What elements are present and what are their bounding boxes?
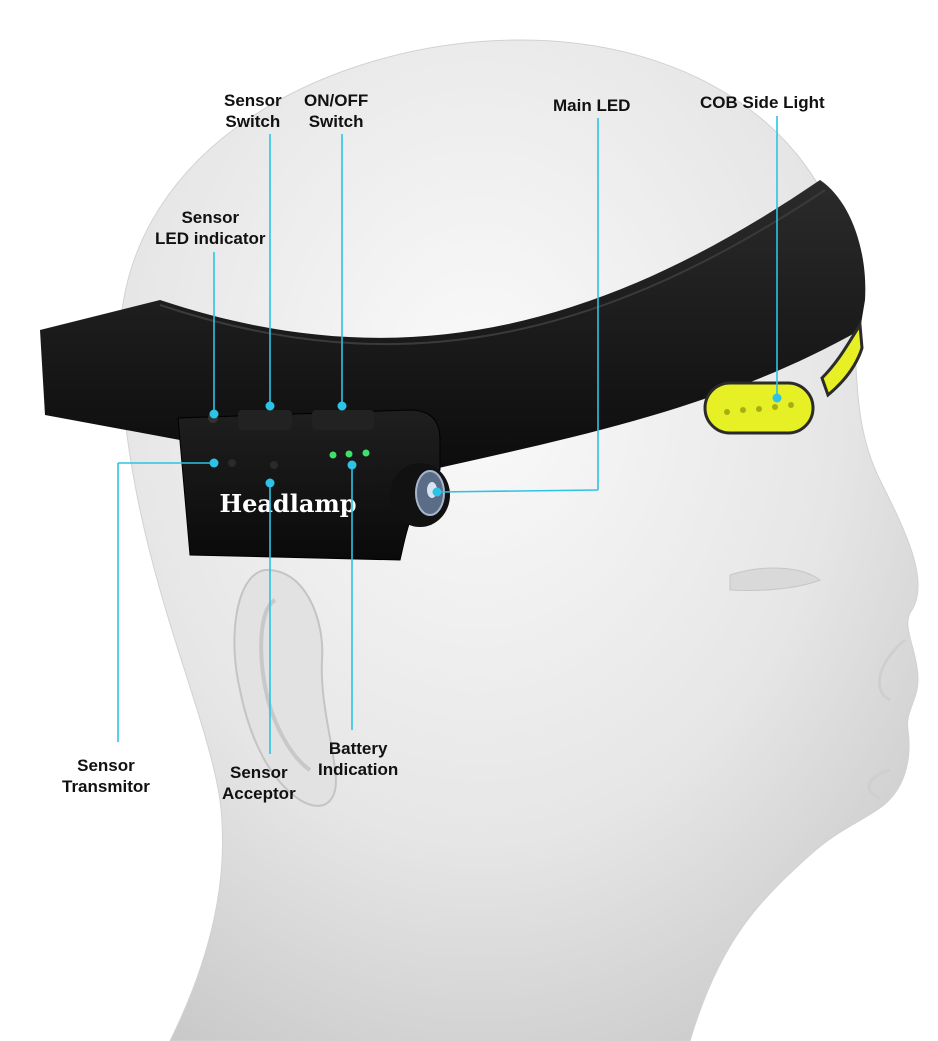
callout-sensor-switch: SensorSwitch	[224, 90, 282, 132]
battery-led-1-icon	[330, 452, 337, 459]
brand-text: Headlamp	[219, 489, 356, 518]
callout-sensor-transmitor: SensorTransmitor	[62, 755, 150, 797]
callout-on-off-switch: ON/OFFSwitch	[304, 90, 368, 132]
battery-led-2-icon	[346, 451, 353, 458]
sensor-transmitor-icon	[228, 459, 236, 467]
callout-main-led: Main LED	[553, 95, 630, 116]
callout-sensor-led-indicator: SensorLED indicator	[155, 207, 266, 249]
on-off-switch-button-icon	[312, 410, 374, 430]
sensor-switch-button-icon	[238, 410, 292, 430]
callout-cob-side-light: COB Side Light	[700, 92, 825, 113]
sensor-acceptor-icon	[270, 461, 278, 469]
callout-sensor-acceptor: SensorAcceptor	[222, 762, 296, 804]
battery-led-3-icon	[363, 450, 370, 457]
callout-battery-indication: BatteryIndication	[318, 738, 398, 780]
